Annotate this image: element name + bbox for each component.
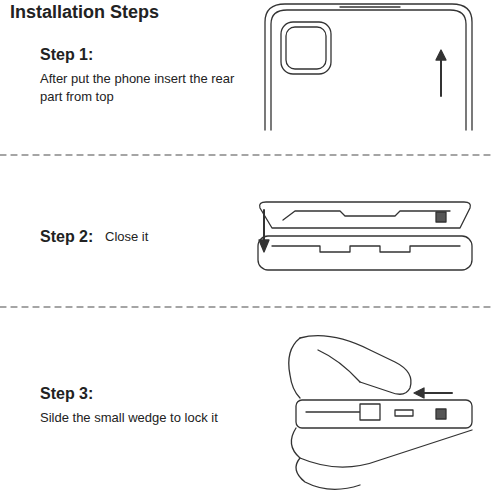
step-heading: Step 2:	[40, 226, 93, 248]
separator-line	[0, 154, 491, 155]
hand-lock-drawing	[289, 336, 472, 490]
page-title: Installation Steps	[10, 0, 159, 24]
case-close-drawing	[258, 202, 472, 270]
case-back-drawing	[265, 4, 472, 130]
separator-line	[0, 306, 491, 307]
step-instruction: Close it	[105, 228, 148, 246]
step-instruction: Silde the small wedge to lock it	[40, 409, 290, 427]
step-heading: Step 1:	[40, 44, 93, 66]
step-heading: Step 3:	[40, 383, 93, 405]
step-instruction: After put the phone insert the rear part…	[40, 70, 245, 105]
